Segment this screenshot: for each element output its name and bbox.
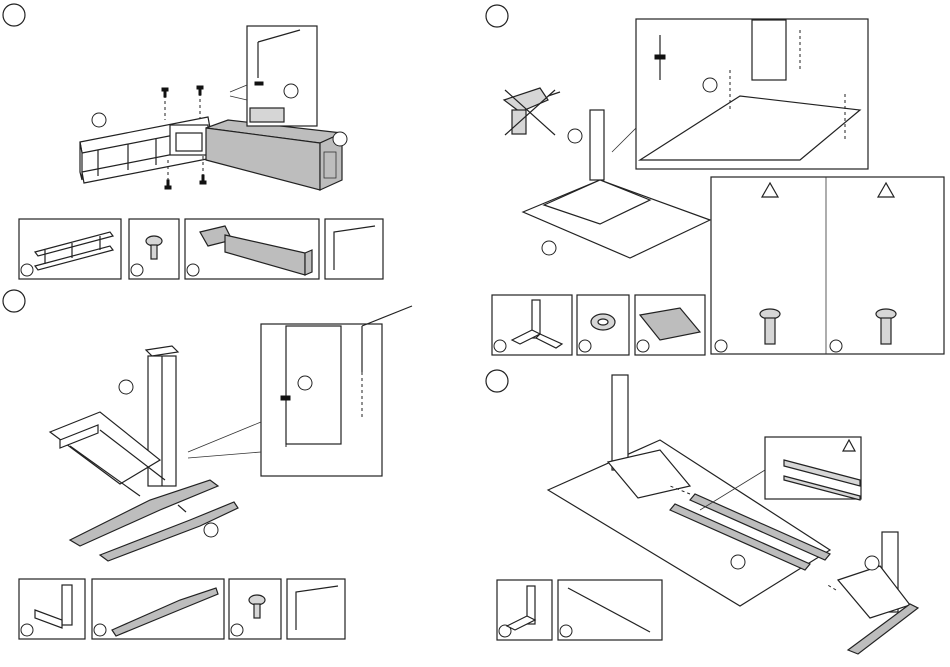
parts-list-4 [497, 580, 662, 640]
step-3 [486, 5, 944, 355]
step-number-badge [486, 370, 508, 392]
warning-panel [711, 177, 944, 354]
column [590, 110, 604, 180]
step-number-badge [3, 4, 25, 26]
step-4 [486, 370, 918, 654]
detail-inset [612, 19, 868, 169]
frame-assembly [80, 117, 342, 190]
detail-inset [230, 26, 317, 126]
parts-list-2 [19, 579, 345, 639]
column-left [612, 375, 628, 470]
step-number-badge [486, 5, 508, 27]
foot-left [70, 480, 218, 546]
step-1 [3, 4, 383, 279]
step-2 [3, 290, 412, 639]
parts-list-3 [492, 295, 705, 355]
detail-inset [188, 306, 412, 476]
step-number-badge [3, 290, 25, 312]
parts-list-1 [19, 219, 383, 279]
no-drill-icon [504, 88, 560, 135]
